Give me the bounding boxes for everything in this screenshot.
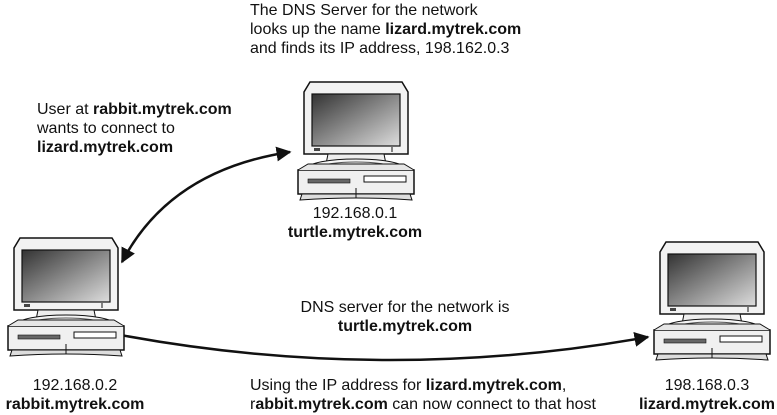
text: Using the IP address for xyxy=(250,377,426,394)
dns-lookup-note: The DNS Server for the network looks up … xyxy=(250,1,521,58)
note-line: rabbit.mytrek.com can now connect to tha… xyxy=(250,395,596,414)
note-line: and finds its IP address, 198.162.0.3 xyxy=(250,40,510,57)
note-line: The DNS Server for the network xyxy=(250,2,478,19)
connect-note: Using the IP address for lizard.mytrek.c… xyxy=(250,376,596,414)
hostname: rabbit.mytrek.com xyxy=(5,396,145,413)
ip-address: 192.168.0.1 xyxy=(312,205,398,222)
desktop-computer-icon xyxy=(650,236,774,364)
text: User at xyxy=(37,101,94,118)
arrow-rabbit-lizard xyxy=(108,328,650,362)
note-line: looks up the name lizard.mytrek.com xyxy=(250,20,521,39)
hostname: lizard.mytrek.com xyxy=(425,377,562,394)
text: r xyxy=(250,396,256,413)
note-line: Using the IP address for lizard.mytrek.c… xyxy=(250,376,596,395)
server-note: DNS server for the network is turtle.myt… xyxy=(285,298,525,336)
note-line: lizard.mytrek.com xyxy=(37,138,232,157)
text: can now connect to that host xyxy=(387,396,596,413)
hostname: turtle.mytrek.com xyxy=(337,318,473,335)
arrow-rabbit-turtle xyxy=(120,146,292,264)
ip-address: 192.168.0.2 xyxy=(32,377,118,394)
turtle-label: 192.168.0.1 turtle.mytrek.com xyxy=(275,204,435,242)
hostname: turtle.mytrek.com xyxy=(287,224,423,241)
rabbit-label: 192.168.0.2 rabbit.mytrek.com xyxy=(0,376,150,414)
hostname: abbit.mytrek.com xyxy=(255,396,388,413)
ip-address: 198.168.0.3 xyxy=(664,377,750,394)
desktop-computer-icon xyxy=(294,76,418,204)
hostname: rabbit.mytrek.com xyxy=(93,101,232,118)
text: , xyxy=(561,377,567,394)
user-note: User at rabbit.mytrek.com wants to conne… xyxy=(37,100,232,157)
hostname: lizard.mytrek.com xyxy=(638,396,775,413)
note-line: DNS server for the network is xyxy=(300,299,510,316)
note-line: wants to connect to xyxy=(37,120,175,137)
desktop-computer-icon xyxy=(4,232,128,360)
note-line: User at rabbit.mytrek.com xyxy=(37,100,232,119)
text: looks up the name xyxy=(250,21,386,38)
lizard-label: 198.168.0.3 lizard.mytrek.com xyxy=(639,376,775,414)
hostname: lizard.mytrek.com xyxy=(385,21,522,38)
hostname: lizard.mytrek.com xyxy=(37,139,174,156)
